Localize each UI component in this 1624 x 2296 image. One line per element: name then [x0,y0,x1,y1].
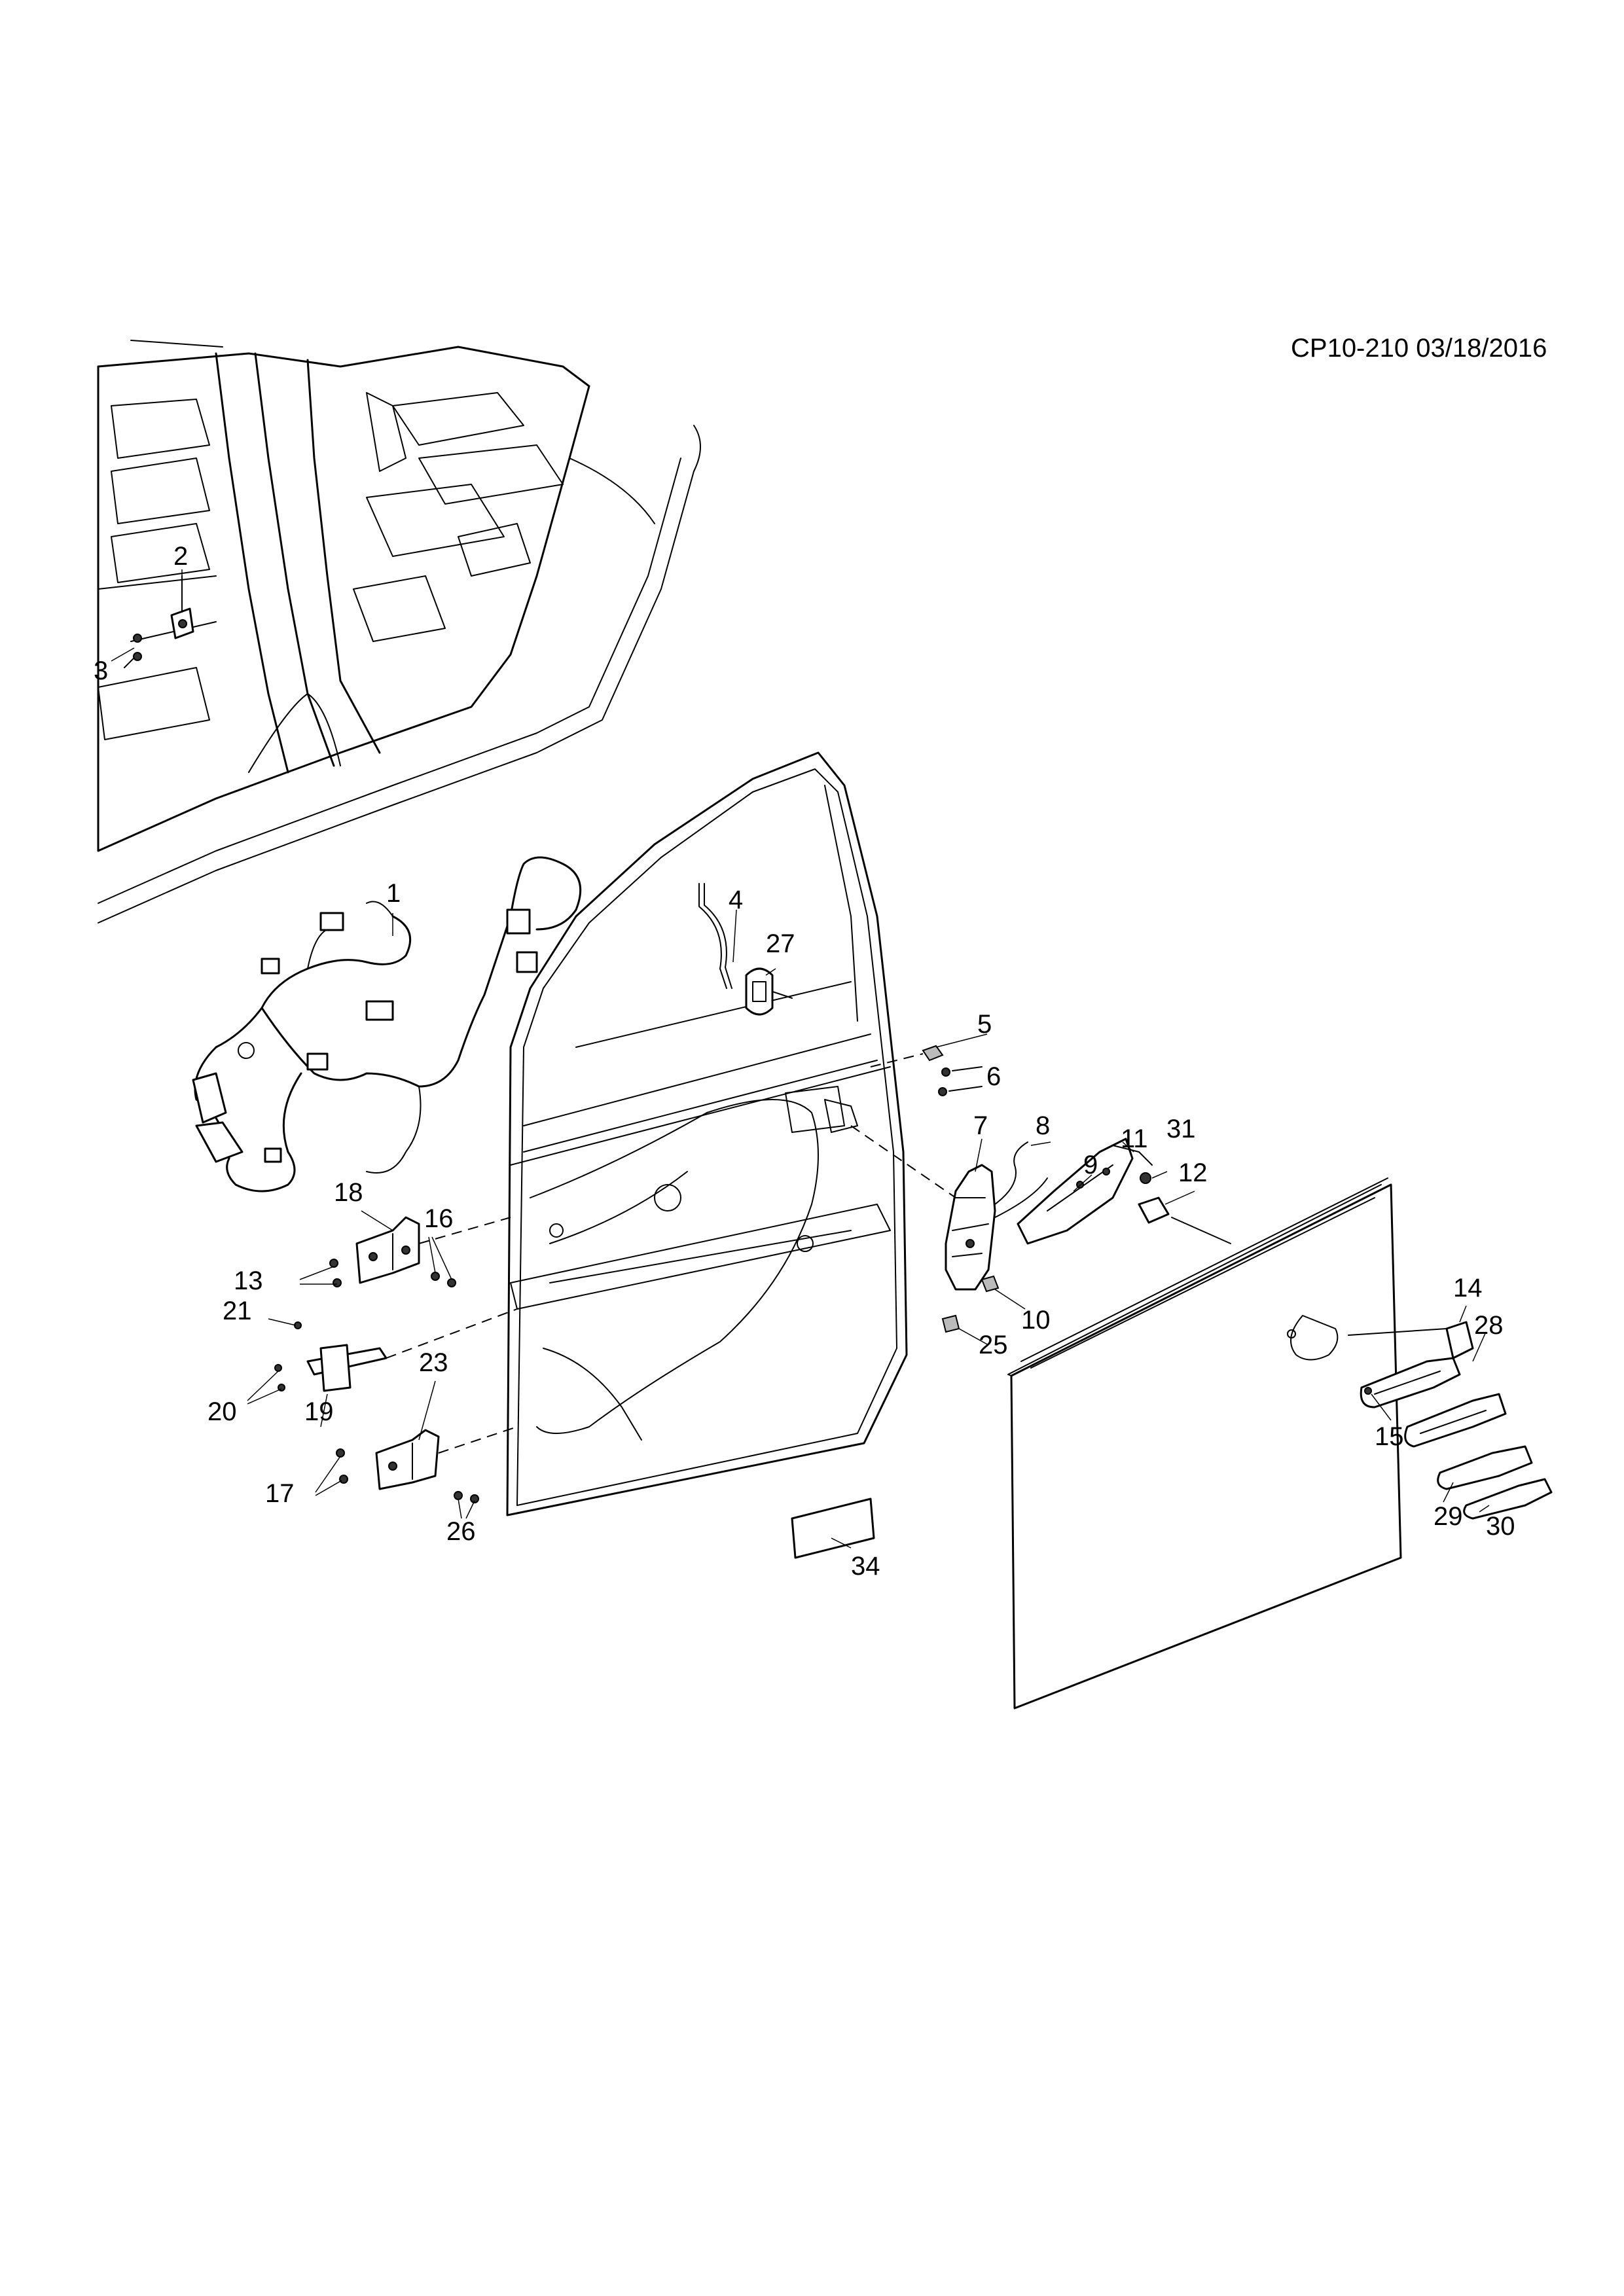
callout-2: 2 [173,542,189,571]
callout-19: 19 [304,1397,334,1426]
striker-part [170,575,194,639]
callout-30: 30 [1486,1512,1515,1541]
leader-lines [111,569,1490,1549]
callout-11: 11 [1121,1124,1148,1153]
callout-31: 31 [1166,1115,1196,1143]
callout-13: 13 [234,1266,263,1295]
latch-leader-line [850,1125,956,1198]
callout-27: 27 [766,929,795,958]
window-rod-part [698,883,732,989]
lower-hinge-part [375,1429,440,1490]
callout-6: 6 [986,1062,1001,1091]
callout-12: 12 [1178,1158,1208,1187]
hinge-leader-lower [438,1426,518,1454]
door-bolt-part [941,1314,960,1333]
callout-23: 23 [419,1348,448,1377]
outer-door-panel-drawing [1007,1177,1447,1710]
handle-strip-part [1463,1478,1553,1520]
handle-pin-part [1364,1387,1372,1395]
callout-1: 1 [386,879,401,908]
callout-28: 28 [1474,1311,1504,1340]
door-frame-drawing [506,751,908,1516]
handle-cap-part [1445,1321,1474,1359]
callout-17: 17 [265,1479,295,1508]
callout-3: 3 [94,656,109,685]
bezel-part [1112,1145,1153,1166]
callout-14: 14 [1453,1274,1483,1302]
handle-bracket-part [1017,1138,1134,1245]
outside-handle-part [1360,1357,1461,1408]
callout-5: 5 [977,1010,992,1039]
latch-bolt-part [981,1275,1000,1293]
callout-9: 9 [1083,1151,1098,1179]
wiring-harness-part [192,856,582,1193]
callout-21: 21 [223,1297,252,1325]
handle-cover-part [1437,1445,1533,1490]
callout-25: 25 [979,1331,1008,1359]
screws-part [938,1066,983,1096]
callout-16: 16 [424,1204,454,1233]
callout-15: 15 [1375,1422,1404,1451]
small-nut-part [1140,1172,1151,1184]
callout-34: 34 [851,1552,880,1581]
striker-bolts-part [124,634,142,668]
callout-29: 29 [1434,1502,1463,1531]
grommet-part [745,967,793,1016]
latch-part [945,1164,996,1291]
handle-seal-part [1138,1196,1231,1244]
latch-cable-part [994,1141,1048,1218]
callout-20: 20 [208,1397,237,1426]
drawing-code: CP10-210 03/18/2016 [1291,334,1547,363]
callout-7: 7 [973,1111,988,1140]
callout-8: 8 [1036,1111,1051,1140]
callout-18: 18 [334,1178,363,1207]
hinge-leader-check [386,1308,518,1359]
hinge-bolts-part [274,1259,479,1503]
body-structure-drawing [97,340,701,924]
label-part [791,1498,875,1559]
nut-part [870,1045,944,1067]
callout-10: 10 [1021,1306,1051,1335]
callout-26: 26 [446,1517,476,1546]
check-link-part [306,1344,388,1392]
callout-4: 4 [729,886,744,914]
handle-trim-part [1404,1393,1507,1448]
upper-hinge-part [355,1216,420,1284]
